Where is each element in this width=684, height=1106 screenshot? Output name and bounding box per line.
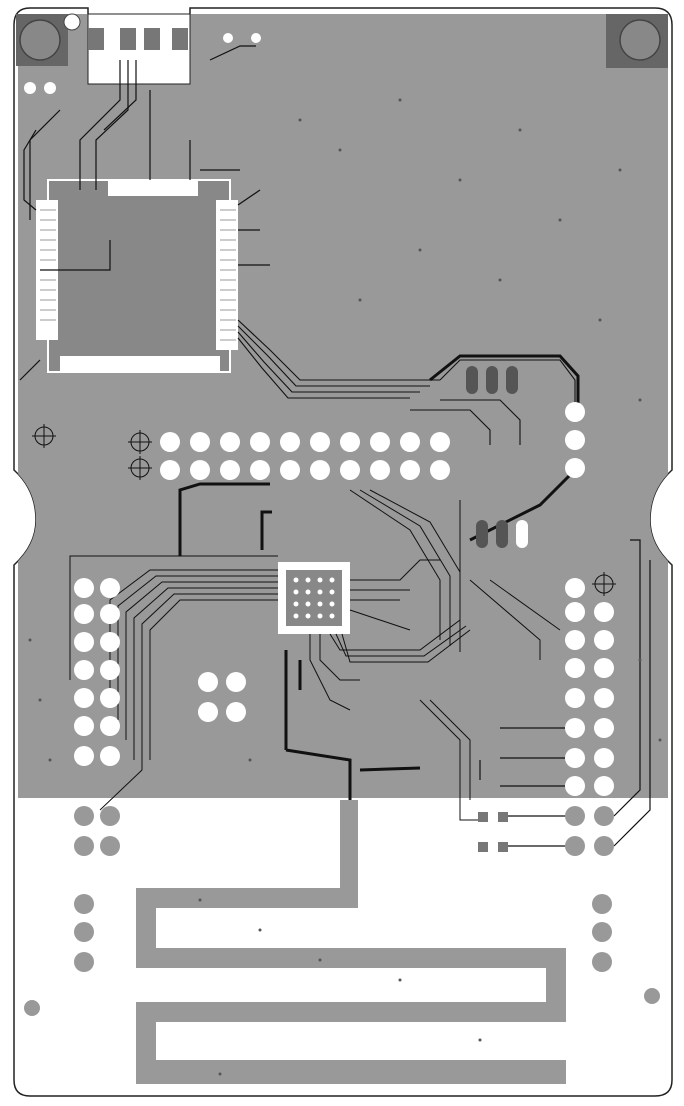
left-header	[74, 578, 120, 766]
mounting-hole-top-left	[16, 14, 68, 66]
power-traces	[178, 354, 582, 556]
header-row-top	[160, 432, 450, 452]
lower-pads	[24, 806, 660, 1016]
meander-antenna	[136, 800, 566, 1084]
bus-traces	[237, 319, 576, 445]
stub-traces	[284, 650, 421, 800]
header-row-bottom	[160, 460, 450, 480]
mcu-footprint	[36, 179, 238, 373]
right-connector-pads	[466, 366, 585, 548]
pad	[223, 33, 233, 43]
mounting-hole-top-right	[606, 14, 668, 68]
usb-connector	[63, 13, 191, 85]
qfn-chip	[278, 562, 350, 634]
pad	[251, 33, 261, 43]
pad	[44, 82, 56, 94]
right-header	[565, 578, 614, 796]
traces-top	[19, 45, 270, 381]
lower-small-pads	[478, 812, 508, 852]
right-header-traces	[479, 539, 651, 847]
middle-pads	[198, 672, 246, 722]
pad	[24, 82, 36, 94]
vias	[28, 98, 662, 1076]
fiducial-crosshairs	[32, 424, 616, 596]
qfn-traces	[69, 489, 561, 821]
